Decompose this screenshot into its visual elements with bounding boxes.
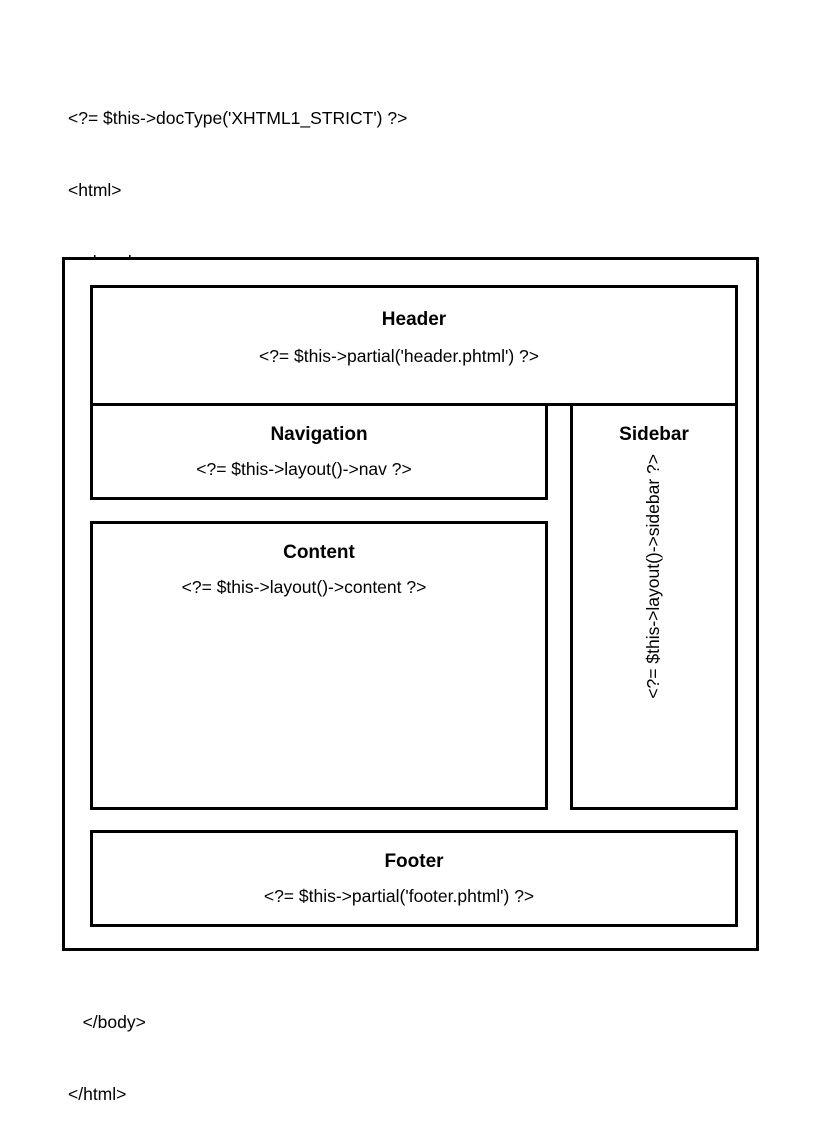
region-sidebar-code-wrapper: <?= $this->layout()->sidebar ?>	[573, 454, 735, 803]
region-footer-title: Footer	[384, 851, 444, 872]
region-footer: Footer <?= $this->partial('footer.phtml'…	[90, 830, 738, 927]
code-line-html-close: </html>	[68, 1084, 127, 1104]
body-container-box: Header <?= $this->partial('header.phtml'…	[62, 257, 759, 951]
region-navigation-title: Navigation	[270, 424, 368, 445]
region-header-title: Header	[381, 309, 447, 330]
region-content-code: <?= $this->layout()->content ?>	[181, 577, 427, 597]
code-block-bottom: </body> </html>	[68, 962, 146, 1130]
region-navigation-code: <?= $this->layout()->nav ?>	[196, 459, 412, 479]
region-sidebar-code: <?= $this->layout()->sidebar ?>	[643, 454, 664, 699]
code-line-body-close: </body>	[68, 1012, 146, 1032]
region-sidebar: Sidebar <?= $this->layout()->sidebar ?>	[570, 403, 738, 810]
code-line-html-open: <html>	[68, 180, 122, 200]
region-content: Content <?= $this->layout()->content ?>	[90, 521, 548, 810]
region-header: Header <?= $this->partial('header.phtml'…	[90, 285, 738, 406]
code-line-doctype: <?= $this->docType('XHTML1_STRICT') ?>	[68, 108, 408, 128]
region-header-code: <?= $this->partial('header.phtml') ?>	[258, 346, 540, 366]
region-navigation: Navigation <?= $this->layout()->nav ?>	[90, 403, 548, 500]
region-content-title: Content	[283, 542, 355, 563]
region-sidebar-title: Sidebar	[619, 424, 689, 445]
region-footer-code: <?= $this->partial('footer.phtml') ?>	[263, 886, 535, 906]
